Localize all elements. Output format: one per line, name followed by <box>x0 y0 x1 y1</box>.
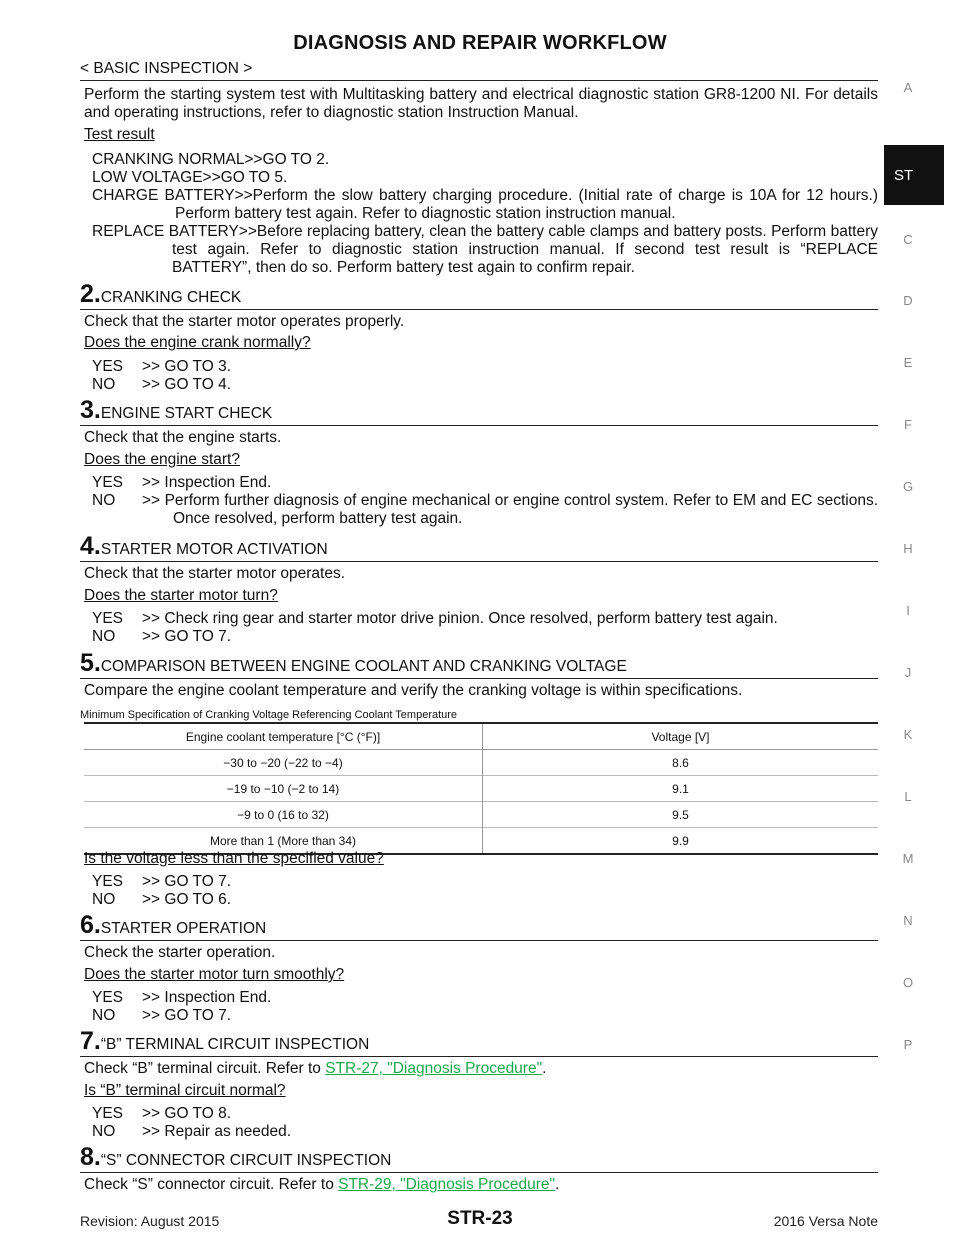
sidebar-letter: D <box>903 293 913 308</box>
table-row: −19 to −10 (−2 to 14) 9.1 <box>84 775 878 802</box>
footer-revision: Revision: August 2015 <box>80 1213 220 1229</box>
result-item: REPLACE BATTERY>>Before replacing batter… <box>92 223 878 276</box>
table-cell: More than 1 (More than 34) <box>84 827 483 854</box>
step-question: Does the starter motor turn? <box>84 587 278 604</box>
sidebar-letter: E <box>903 355 913 370</box>
step-heading: 3.ENGINE START CHECK <box>80 396 273 424</box>
sidebar-letter: J <box>904 665 912 680</box>
step-text: Check the starter operation. <box>84 944 276 961</box>
intro-paragraph: Perform the starting system test with Mu… <box>84 86 878 121</box>
step-text: Check that the engine starts. <box>84 429 282 446</box>
result-list: CRANKING NORMAL>>GO TO 2. LOW VOLTAGE>>G… <box>92 151 878 277</box>
step-answers: YES>> Check ring gear and starter motor … <box>92 610 778 645</box>
step-heading: 4.STARTER MOTOR ACTIVATION <box>80 532 328 560</box>
step-answers: YES>> Inspection End. NO>> GO TO 7. <box>92 989 272 1024</box>
step-answers: YES>> GO TO 3. NO>> GO TO 4. <box>92 358 232 393</box>
step-question: Is the voltage less than the specified v… <box>84 850 384 867</box>
header-rule <box>80 80 878 81</box>
table-row: −9 to 0 (16 to 32) 9.5 <box>84 801 878 828</box>
step-heading: 2.CRANKING CHECK <box>80 280 242 308</box>
step-text: Compare the engine coolant temperature a… <box>84 682 743 699</box>
step-question: Does the engine crank normally? <box>84 334 311 351</box>
table-row: More than 1 (More than 34) 9.9 <box>84 827 878 854</box>
sidebar-letter: O <box>902 975 914 990</box>
table-header-cell: Voltage [V] <box>651 729 710 744</box>
table-row: −30 to −20 (−22 to −4) 8.6 <box>84 749 878 776</box>
table-cell: 9.1 <box>672 781 689 796</box>
step-rule <box>80 1056 878 1057</box>
step-heading: 8.“S” CONNECTOR CIRCUIT INSPECTION <box>80 1143 392 1171</box>
sidebar-letter: I <box>906 603 910 618</box>
step-heading: 6.STARTER OPERATION <box>80 911 267 939</box>
sidebar-letter: H <box>903 541 913 556</box>
step-question: Does the engine start? <box>84 451 240 468</box>
step-text: Check that the starter motor operates. <box>84 565 346 582</box>
step-rule <box>80 1172 878 1173</box>
table-cell: −30 to −20 (−22 to −4) <box>84 749 483 776</box>
footer-model: 2016 Versa Note <box>773 1213 878 1229</box>
step-question: Is “B” terminal circuit normal? <box>84 1082 286 1099</box>
sidebar-letter: L <box>904 789 912 804</box>
step-question: Does the starter motor turn smoothly? <box>84 966 345 983</box>
section-label: < BASIC INSPECTION > <box>80 60 253 77</box>
sidebar-letter: G <box>902 479 914 494</box>
str-27-link[interactable]: STR-27, "Diagnosis Procedure" <box>325 1060 543 1077</box>
sidebar-letter: M <box>902 851 914 866</box>
step-heading: 7.“B” TERMINAL CIRCUIT INSPECTION <box>80 1027 370 1055</box>
result-item: LOW VOLTAGE>>GO TO 5. <box>92 169 288 186</box>
table-cell: 9.9 <box>672 833 689 848</box>
table-header-cell: Engine coolant temperature [°C (°F)] <box>84 723 483 750</box>
step-rule <box>80 425 878 426</box>
result-item: CRANKING NORMAL>>GO TO 2. <box>92 151 330 168</box>
sidebar-letter: P <box>903 1037 913 1052</box>
step-answers: YES>> Inspection End. NO>> Perform furth… <box>92 474 878 527</box>
result-item: CHARGE BATTERY>>Perform the slow battery… <box>92 187 878 222</box>
table-cell: −19 to −10 (−2 to 14) <box>84 775 483 802</box>
step-text: Check that the starter motor operates pr… <box>84 313 405 330</box>
step-rule <box>80 309 878 310</box>
voltage-spec-table: Engine coolant temperature [°C (°F)] Vol… <box>84 722 878 855</box>
sidebar-letter: C <box>903 232 913 247</box>
step-rule <box>80 678 878 679</box>
step-rule <box>80 561 878 562</box>
table-cell: 8.6 <box>672 755 689 770</box>
step-answers: YES>> GO TO 7. NO>> GO TO 6. <box>92 873 232 908</box>
step-text: Check “B” terminal circuit. Refer to STR… <box>84 1060 547 1077</box>
step-heading: 5.COMPARISON BETWEEN ENGINE COOLANT AND … <box>80 649 627 677</box>
table-header-row: Engine coolant temperature [°C (°F)] Vol… <box>84 723 878 750</box>
table-cell: 9.5 <box>672 807 689 822</box>
step-answers: YES>> GO TO 8. NO>> Repair as needed. <box>92 1105 292 1140</box>
page-number: STR-23 <box>447 1208 513 1229</box>
test-result-label: Test result <box>84 126 155 143</box>
section-tab: ST <box>884 145 944 205</box>
step-text: Check “S” connector circuit. Refer to ST… <box>84 1176 560 1193</box>
sidebar-letter: A <box>903 80 913 95</box>
sidebar-letter: N <box>903 913 913 928</box>
table-cell: −9 to 0 (16 to 32) <box>84 801 483 828</box>
str-29-link[interactable]: STR-29, "Diagnosis Procedure" <box>338 1176 556 1193</box>
table-caption: Minimum Specification of Cranking Voltag… <box>80 709 458 721</box>
step-rule <box>80 940 878 941</box>
page-title: DIAGNOSIS AND REPAIR WORKFLOW <box>293 32 667 54</box>
sidebar-letter: F <box>904 417 912 432</box>
sidebar-letter: K <box>903 727 913 742</box>
